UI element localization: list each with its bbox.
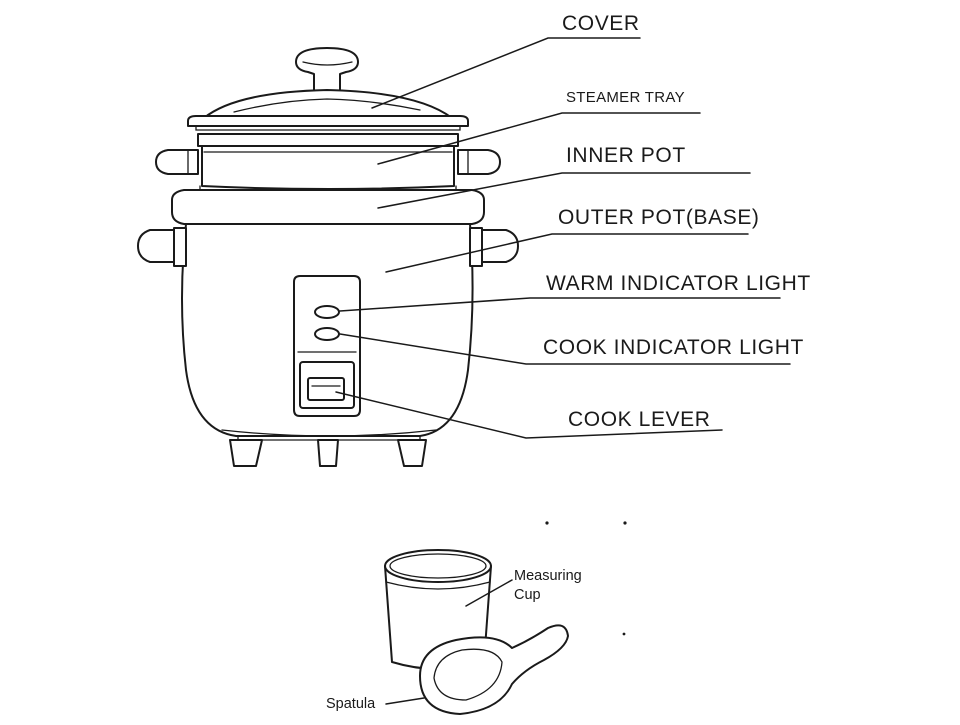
label-spatula: Spatula [326,696,376,712]
rice-cooker-icon [137,47,519,467]
label-cook-indicator-light: COOK INDICATOR LIGHT [543,336,804,359]
label-warm-indicator-light: WARM INDICATOR LIGHT [546,272,811,295]
leader-measuring-cup [465,579,513,607]
spatula-icon [385,624,569,715]
label-cook-lever: COOK LEVER [568,408,711,431]
cook-lever [307,377,345,401]
inner-pot [171,185,485,225]
label-cover: COVER [562,12,640,35]
leader-spatula [385,697,425,705]
label-measuring-cup-line2: Cup [514,587,541,603]
scan-specks [545,521,627,636]
leader-outer-pot [385,233,749,273]
cook-indicator-light [314,327,340,341]
leader-lines [335,37,791,439]
label-steamer-tray: STEAMER TRAY [566,89,685,106]
leader-inner-pot [377,172,751,209]
steamer-tray [155,133,501,190]
warm-indicator-light [314,305,340,319]
leader-warm-light [339,297,781,312]
label-inner-pot: INNER POT [566,144,686,167]
leader-cook-light [339,333,791,365]
label-outer-pot: OUTER POT(BASE) [558,206,760,229]
label-measuring-cup-line1: Measuring [514,568,582,584]
leader-cover [371,37,641,109]
cover [187,89,469,131]
leader-cook-lever [335,391,723,439]
part-labels: COVER STEAMER TRAY INNER POT OUTER POT(B… [543,12,811,431]
accessory-labels: Measuring Cup Spatula [326,568,582,712]
leader-steamer-tray [377,112,701,165]
cover-knob [295,47,359,94]
